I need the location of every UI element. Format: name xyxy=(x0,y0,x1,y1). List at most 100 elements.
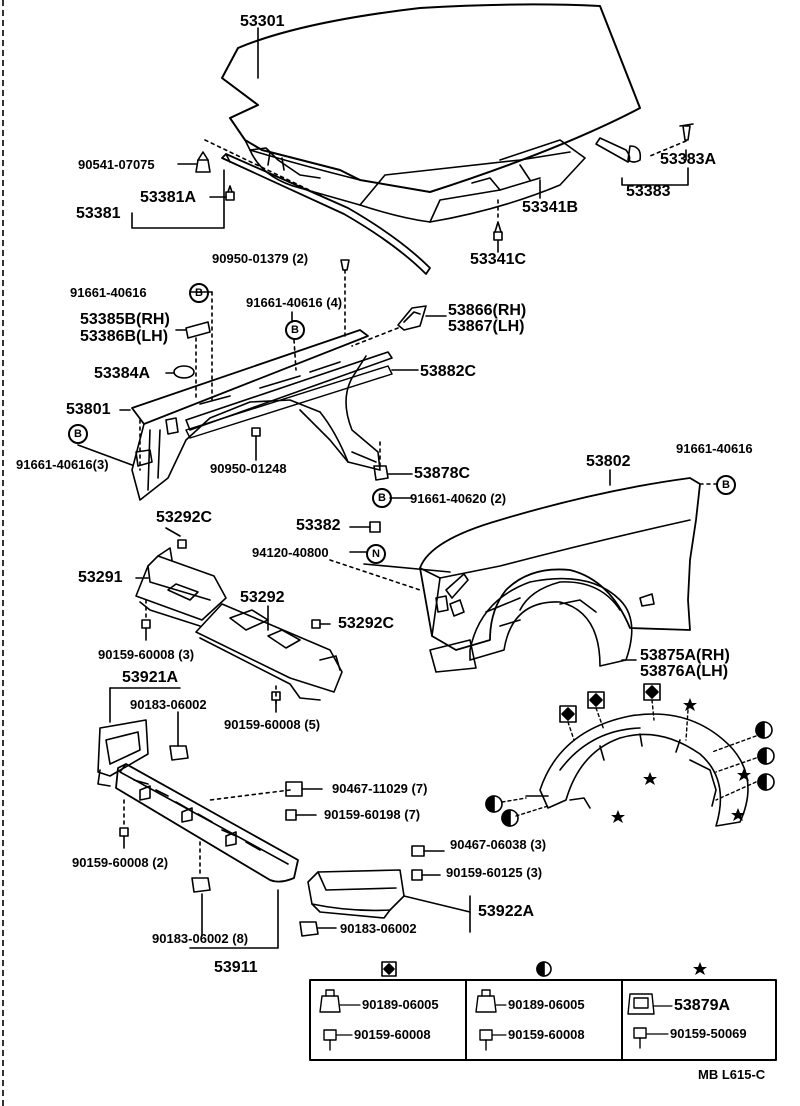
bolt-90159-5 xyxy=(271,691,281,713)
label-53866: 53866(RH) xyxy=(448,302,527,319)
label-90183-06002-a: 90183-06002 xyxy=(130,697,207,712)
hood-seal-53381 xyxy=(221,153,431,275)
lamp-53866 xyxy=(397,305,427,331)
sheet-edge xyxy=(2,0,4,1106)
label-90950-01379: 90950-01379 (2) xyxy=(212,251,309,266)
grommet-53384A xyxy=(173,365,195,379)
leader-53922A xyxy=(403,895,471,913)
liner-detail xyxy=(525,713,749,827)
reinforcement-53911 xyxy=(115,763,299,883)
clip-90541 xyxy=(195,151,211,173)
label-53292C-a: 53292C xyxy=(156,509,213,526)
clip-53381A xyxy=(225,185,235,201)
label-53386B: 53386B(LH) xyxy=(80,328,169,345)
legend-col1-part2: 90159-60008 xyxy=(354,1027,431,1042)
legend-col1-part1: 90189-06005 xyxy=(362,997,439,1012)
callout-b-3: B xyxy=(68,424,88,444)
clip-90467-11029 xyxy=(285,781,303,797)
nut-90183-b xyxy=(299,921,319,937)
bracket-53921A xyxy=(97,719,149,787)
leader-91661-3 xyxy=(77,444,133,466)
clip-53385B xyxy=(185,321,211,339)
legend-halfcircle-header xyxy=(536,961,552,977)
label-53292C-b: 53292C xyxy=(338,615,395,632)
label-90159-60008-2: 90159-60008 (2) xyxy=(72,855,169,870)
liner-53875A xyxy=(429,577,633,673)
label-53921A: 53921A xyxy=(122,669,179,686)
label-53381: 53381 xyxy=(76,205,121,222)
extension-53922A xyxy=(307,869,405,919)
bolt-90159-60125 xyxy=(411,869,423,881)
label-53384A: 53384A xyxy=(94,365,151,382)
star-symbol xyxy=(611,698,751,823)
shield-53291 xyxy=(135,547,227,627)
label-53383A: 53383A xyxy=(660,151,717,168)
callout-n: N xyxy=(366,544,386,564)
clip-90950-01248 xyxy=(251,427,261,437)
callout-b-2: B xyxy=(285,320,305,340)
label-90183-06002-b: 90183-06002 xyxy=(340,921,417,936)
callout-b-4: B xyxy=(716,475,736,495)
cushion-53383 xyxy=(595,123,694,163)
label-53878C: 53878C xyxy=(414,465,471,482)
fender-53801-lh xyxy=(131,329,393,501)
dash-53383A xyxy=(649,140,687,157)
label-90467-11029: 90467-11029 (7) xyxy=(332,781,428,796)
label-53876A: 53876A(LH) xyxy=(640,663,729,680)
label-90159-60125: 90159-60125 (3) xyxy=(446,865,543,880)
legend-col3-part2: 90159-50069 xyxy=(670,1026,747,1041)
label-53292: 53292 xyxy=(240,589,285,606)
label-90950-01248: 90950-01248 xyxy=(210,461,287,476)
label-53381A: 53381A xyxy=(140,189,197,206)
label-91661-40620: 91661-40620 (2) xyxy=(410,491,507,506)
hook-53382 xyxy=(369,521,381,533)
legend-star-header xyxy=(693,962,707,975)
clip-53878C xyxy=(373,465,389,481)
legend-leaders xyxy=(335,1004,673,1036)
label-53341C: 53341C xyxy=(470,251,527,268)
bolt-90159-60198 xyxy=(285,809,297,821)
liner-markers xyxy=(501,699,757,817)
clip-53292C-b xyxy=(311,619,321,629)
label-90159-60198: 90159-60198 (7) xyxy=(324,807,421,822)
legend-col2-part2: 90159-60008 xyxy=(508,1027,585,1042)
label-90541-07075: 90541-07075 xyxy=(78,157,155,172)
label-53875A: 53875A(RH) xyxy=(640,647,730,664)
label-53867: 53867(LH) xyxy=(448,318,525,335)
label-53341B: 53341B xyxy=(522,199,579,216)
legend-col2-part1: 90189-06005 xyxy=(508,997,585,1012)
stopper-53341C xyxy=(493,221,503,241)
hood-lock-rod xyxy=(363,563,451,573)
label-90159-60008-3: 90159-60008 (3) xyxy=(98,647,195,662)
bolt-90159-3 xyxy=(141,619,151,641)
label-53801: 53801 xyxy=(66,401,111,418)
label-53922A: 53922A xyxy=(478,903,535,920)
fender-53802-rh xyxy=(419,477,701,651)
label-94120-40800: 94120-40800 xyxy=(252,545,329,560)
label-90183-06002-8: 90183-06002 (8) xyxy=(152,931,249,946)
label-53911: 53911 xyxy=(214,959,258,976)
label-91661-40616-r: 91661-40616 xyxy=(676,441,753,456)
dash-94120 xyxy=(329,559,421,591)
label-53882C: 53882C xyxy=(420,363,477,380)
label-53291: 53291 xyxy=(78,569,123,586)
label-53385B: 53385B(RH) xyxy=(80,311,170,328)
label-53301: 53301 xyxy=(240,13,285,30)
callout-b-5: B xyxy=(372,488,392,508)
seal-53882C xyxy=(185,365,393,439)
clip-53292C-a xyxy=(177,539,187,549)
hood-panel xyxy=(221,3,641,223)
legend-fastener-icons xyxy=(319,989,655,1051)
label-90467-06038: 90467-06038 (3) xyxy=(450,837,547,852)
callout-b-1: B xyxy=(189,283,209,303)
legend-box xyxy=(309,979,777,1061)
dash-91661-4 xyxy=(293,339,297,371)
dash-90467-11029 xyxy=(209,789,291,801)
label-90159-60008-5: 90159-60008 (5) xyxy=(224,717,321,732)
bracket-53383 xyxy=(621,167,689,186)
nut-90183-8 xyxy=(191,877,211,893)
shield-53292 xyxy=(195,603,343,701)
footer-code: MB L615-C xyxy=(698,1067,766,1082)
